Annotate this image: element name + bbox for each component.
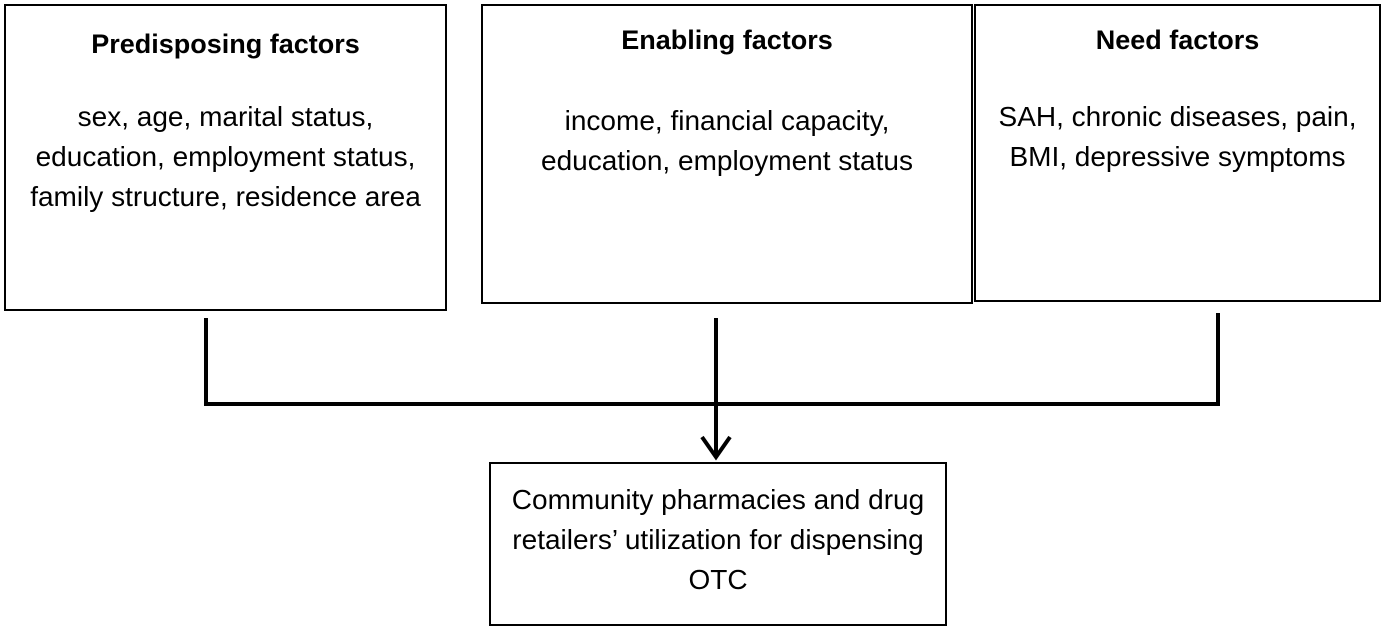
arrow-head-icon (700, 435, 732, 461)
outcome-box: Community pharmacies and drug retailers’… (489, 462, 947, 626)
predisposing-factors-box: Predisposing factors sex, age, marital s… (4, 4, 447, 311)
outcome-text: Community pharmacies and drug retailers’… (511, 484, 925, 595)
enabling-factors-title: Enabling factors (621, 25, 833, 55)
enabling-factors-box: Enabling factors income, financial capac… (481, 4, 973, 304)
need-factors-box: Need factors SAH, chronic diseases, pain… (974, 4, 1381, 302)
need-factors-title: Need factors (1095, 25, 1260, 55)
predisposing-factors-list: sex, age, marital status, education, emp… (30, 101, 421, 212)
need-factors-list: SAH, chronic diseases, pain, BMI, depres… (998, 101, 1357, 172)
predisposing-factors-title: Predisposing factors (91, 29, 360, 59)
enabling-factors-list: income, financial capacity, education, e… (541, 105, 913, 176)
